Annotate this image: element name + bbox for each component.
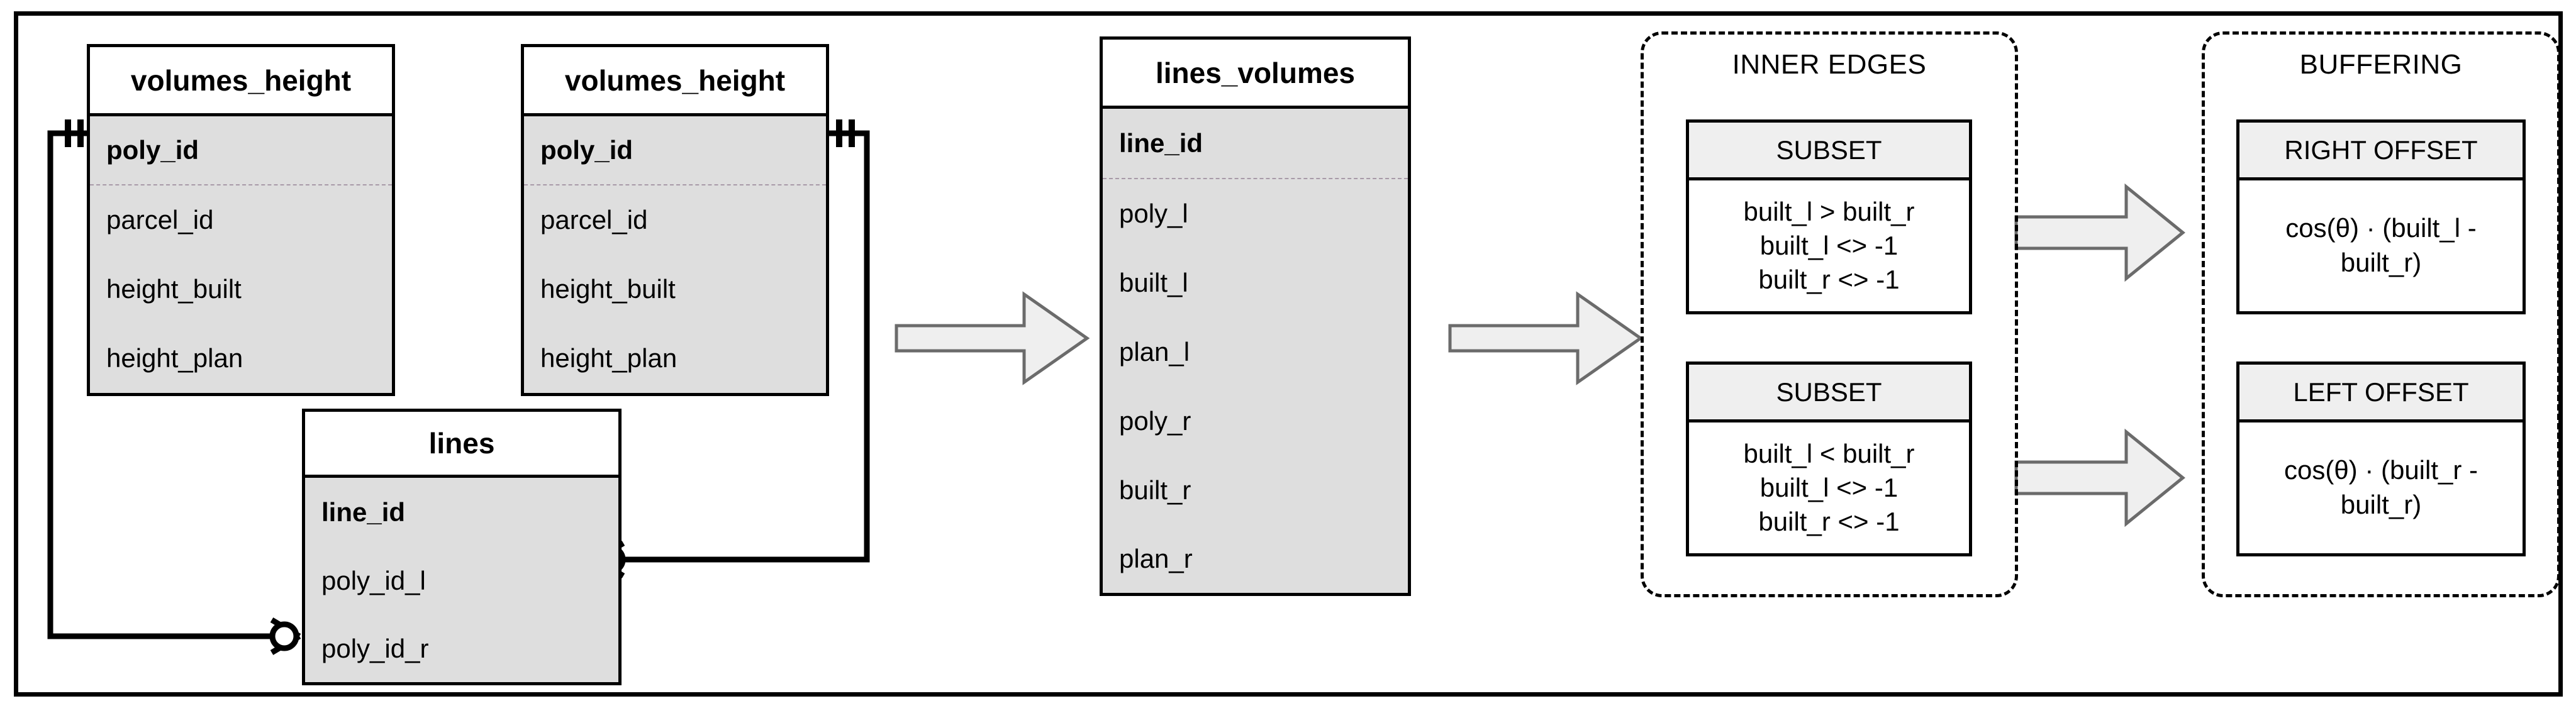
field-height-built[interactable]: height_built (540, 274, 676, 304)
table-fields: line_id poly_id_l poly_id_r (305, 478, 618, 682)
field-plan-r[interactable]: plan_r (1119, 544, 1193, 573)
panel-inner-edges-title: INNER EDGES (1732, 49, 1927, 80)
field-poly-r[interactable]: poly_r (1119, 406, 1191, 436)
box-line: built_l <> -1 (1759, 473, 1899, 503)
box-subset-1[interactable]: SUBSET built_l > built_r built_l <> -1 b… (1686, 119, 1972, 314)
box-line: cos(θ) · (built_r - (2283, 455, 2478, 485)
field-line-id[interactable]: line_id (1103, 109, 1408, 179)
table-title: lines (305, 412, 618, 478)
panel-buffering (2202, 31, 2560, 597)
field-plan-l[interactable]: plan_l (1119, 337, 1190, 367)
box-header: RIGHT OFFSET (2239, 123, 2523, 180)
table-lines-volumes[interactable]: lines_volumes line_id poly_l built_l pla… (1100, 36, 1411, 596)
table-fields: poly_id parcel_id height_built height_pl… (524, 116, 826, 393)
field-height-plan[interactable]: height_plan (106, 343, 243, 373)
field-height-plan[interactable]: height_plan (540, 343, 677, 373)
field-parcel-id[interactable]: parcel_id (540, 205, 648, 235)
field-poly-id[interactable]: poly_id (90, 116, 392, 185)
table-volumes-height-1[interactable]: volumes_height poly_id parcel_id height_… (87, 44, 395, 396)
box-body: built_l > built_r built_l <> -1 built_r … (1689, 180, 1969, 311)
box-line: built_r) (2340, 248, 2422, 277)
table-title: lines_volumes (1103, 40, 1408, 109)
box-right-offset[interactable]: RIGHT OFFSET cos(θ) · (built_l - built_r… (2236, 119, 2526, 314)
panel-inner-edges (1641, 31, 2018, 597)
field-poly-id-l[interactable]: poly_id_l (321, 566, 426, 595)
field-poly-id-r[interactable]: poly_id_r (321, 634, 429, 663)
box-body: cos(θ) · (built_l - built_r) (2239, 180, 2523, 311)
field-poly-id[interactable]: poly_id (524, 116, 826, 185)
table-volumes-height-2[interactable]: volumes_height poly_id parcel_id height_… (521, 44, 829, 396)
table-fields: line_id poly_l built_l plan_l poly_r bui… (1103, 109, 1408, 593)
field-parcel-id[interactable]: parcel_id (106, 205, 214, 235)
box-header: LEFT OFFSET (2239, 365, 2523, 422)
box-line: built_l > built_r (1743, 197, 1915, 227)
table-lines[interactable]: lines line_id poly_id_l poly_id_r (302, 409, 622, 685)
box-body: built_l < built_r built_l <> -1 built_r … (1689, 422, 1969, 553)
box-line: built_r <> -1 (1758, 506, 1900, 536)
box-line: built_r) (2340, 490, 2422, 519)
box-line: built_l <> -1 (1759, 231, 1899, 261)
field-poly-l[interactable]: poly_l (1119, 199, 1188, 228)
field-height-built[interactable]: height_built (106, 274, 242, 304)
field-built-r[interactable]: built_r (1119, 475, 1191, 505)
panel-buffering-title: BUFFERING (2299, 49, 2463, 80)
field-built-l[interactable]: built_l (1119, 268, 1188, 297)
box-header: SUBSET (1689, 123, 1969, 180)
table-fields: poly_id parcel_id height_built height_pl… (90, 116, 392, 393)
box-line: built_l < built_r (1743, 439, 1915, 469)
box-line: cos(θ) · (built_l - (2285, 213, 2477, 243)
box-header: SUBSET (1689, 365, 1969, 422)
field-line-id[interactable]: line_id (321, 497, 406, 527)
box-left-offset[interactable]: LEFT OFFSET cos(θ) · (built_r - built_r) (2236, 361, 2526, 556)
box-body: cos(θ) · (built_r - built_r) (2239, 422, 2523, 553)
box-line: built_r <> -1 (1758, 264, 1900, 294)
box-subset-2[interactable]: SUBSET built_l < built_r built_l <> -1 b… (1686, 361, 1972, 556)
table-title: volumes_height (524, 47, 826, 116)
table-title: volumes_height (90, 47, 392, 116)
